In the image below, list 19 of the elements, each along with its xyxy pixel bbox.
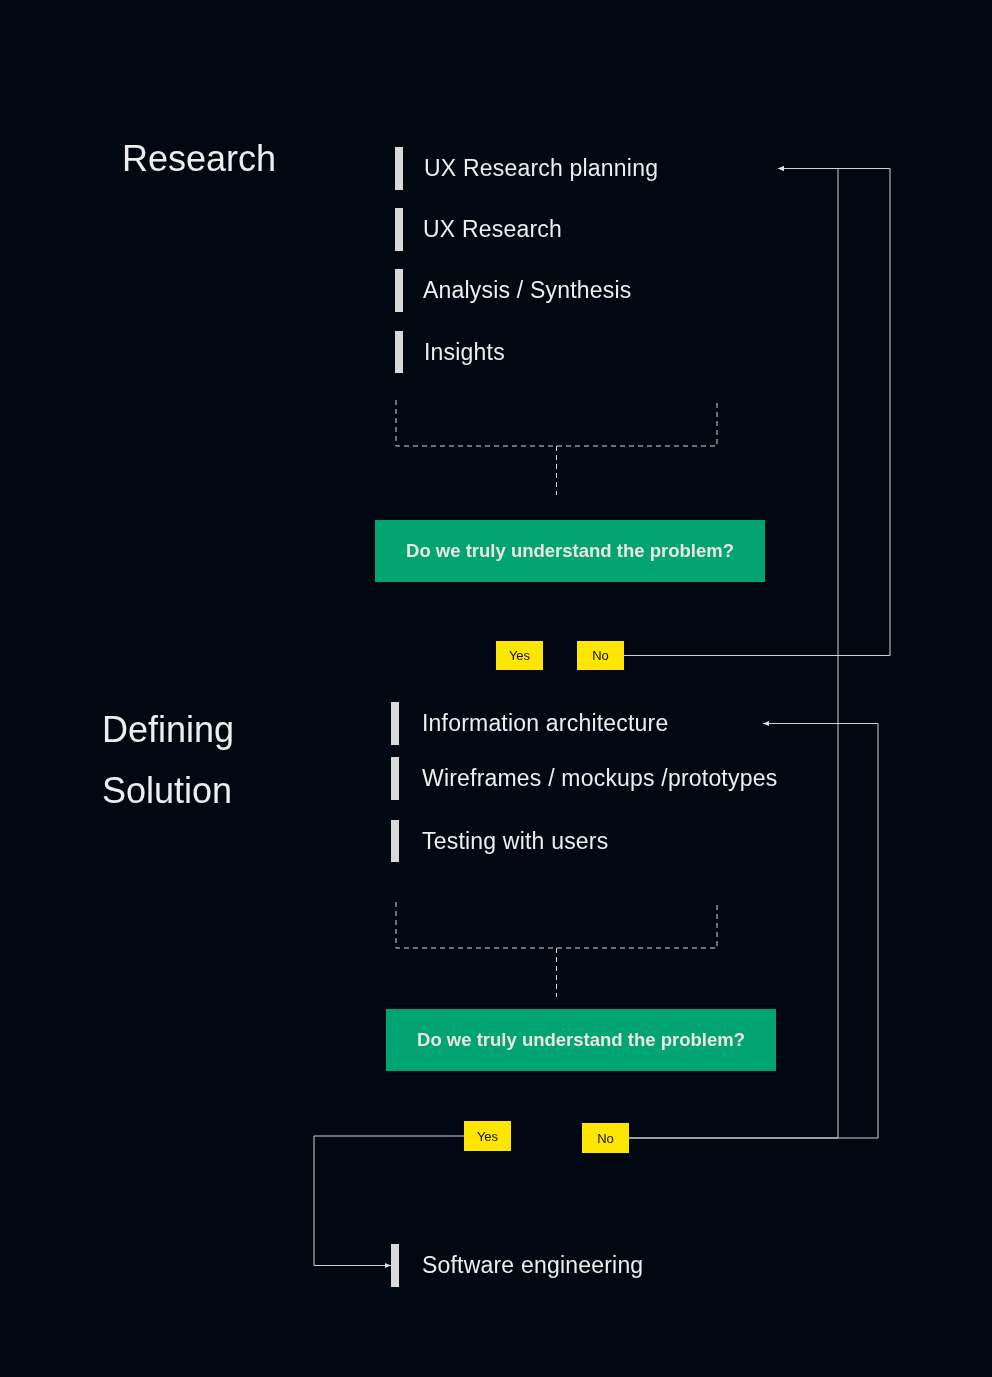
- step-label: Software engineering: [422, 1252, 644, 1279]
- arrow: [628, 721, 879, 1139]
- question-box: Do we truly understand the problem?: [375, 520, 765, 582]
- step-label: Analysis / Synthesis: [423, 277, 632, 304]
- step-label: UX Research planning: [424, 155, 659, 182]
- arrow: [313, 1135, 465, 1268]
- question-box: Do we truly understand the problem?: [386, 1009, 776, 1071]
- step-label: Insights: [424, 338, 505, 366]
- answer-tag: Yes: [464, 1121, 511, 1151]
- section-heading: Research: [122, 137, 278, 181]
- step-label: UX Research: [423, 216, 562, 243]
- section-heading: Defining Solution: [102, 708, 236, 813]
- answer-tag: No: [582, 1123, 629, 1153]
- step-label: Information architecture: [422, 710, 669, 737]
- arrow: [623, 166, 891, 656]
- answer-tag: No: [577, 641, 624, 670]
- step-label: Testing with users: [422, 827, 609, 855]
- answer-tag: Yes: [496, 641, 543, 670]
- step-label: Wireframes / mockups /prototypes: [422, 765, 778, 792]
